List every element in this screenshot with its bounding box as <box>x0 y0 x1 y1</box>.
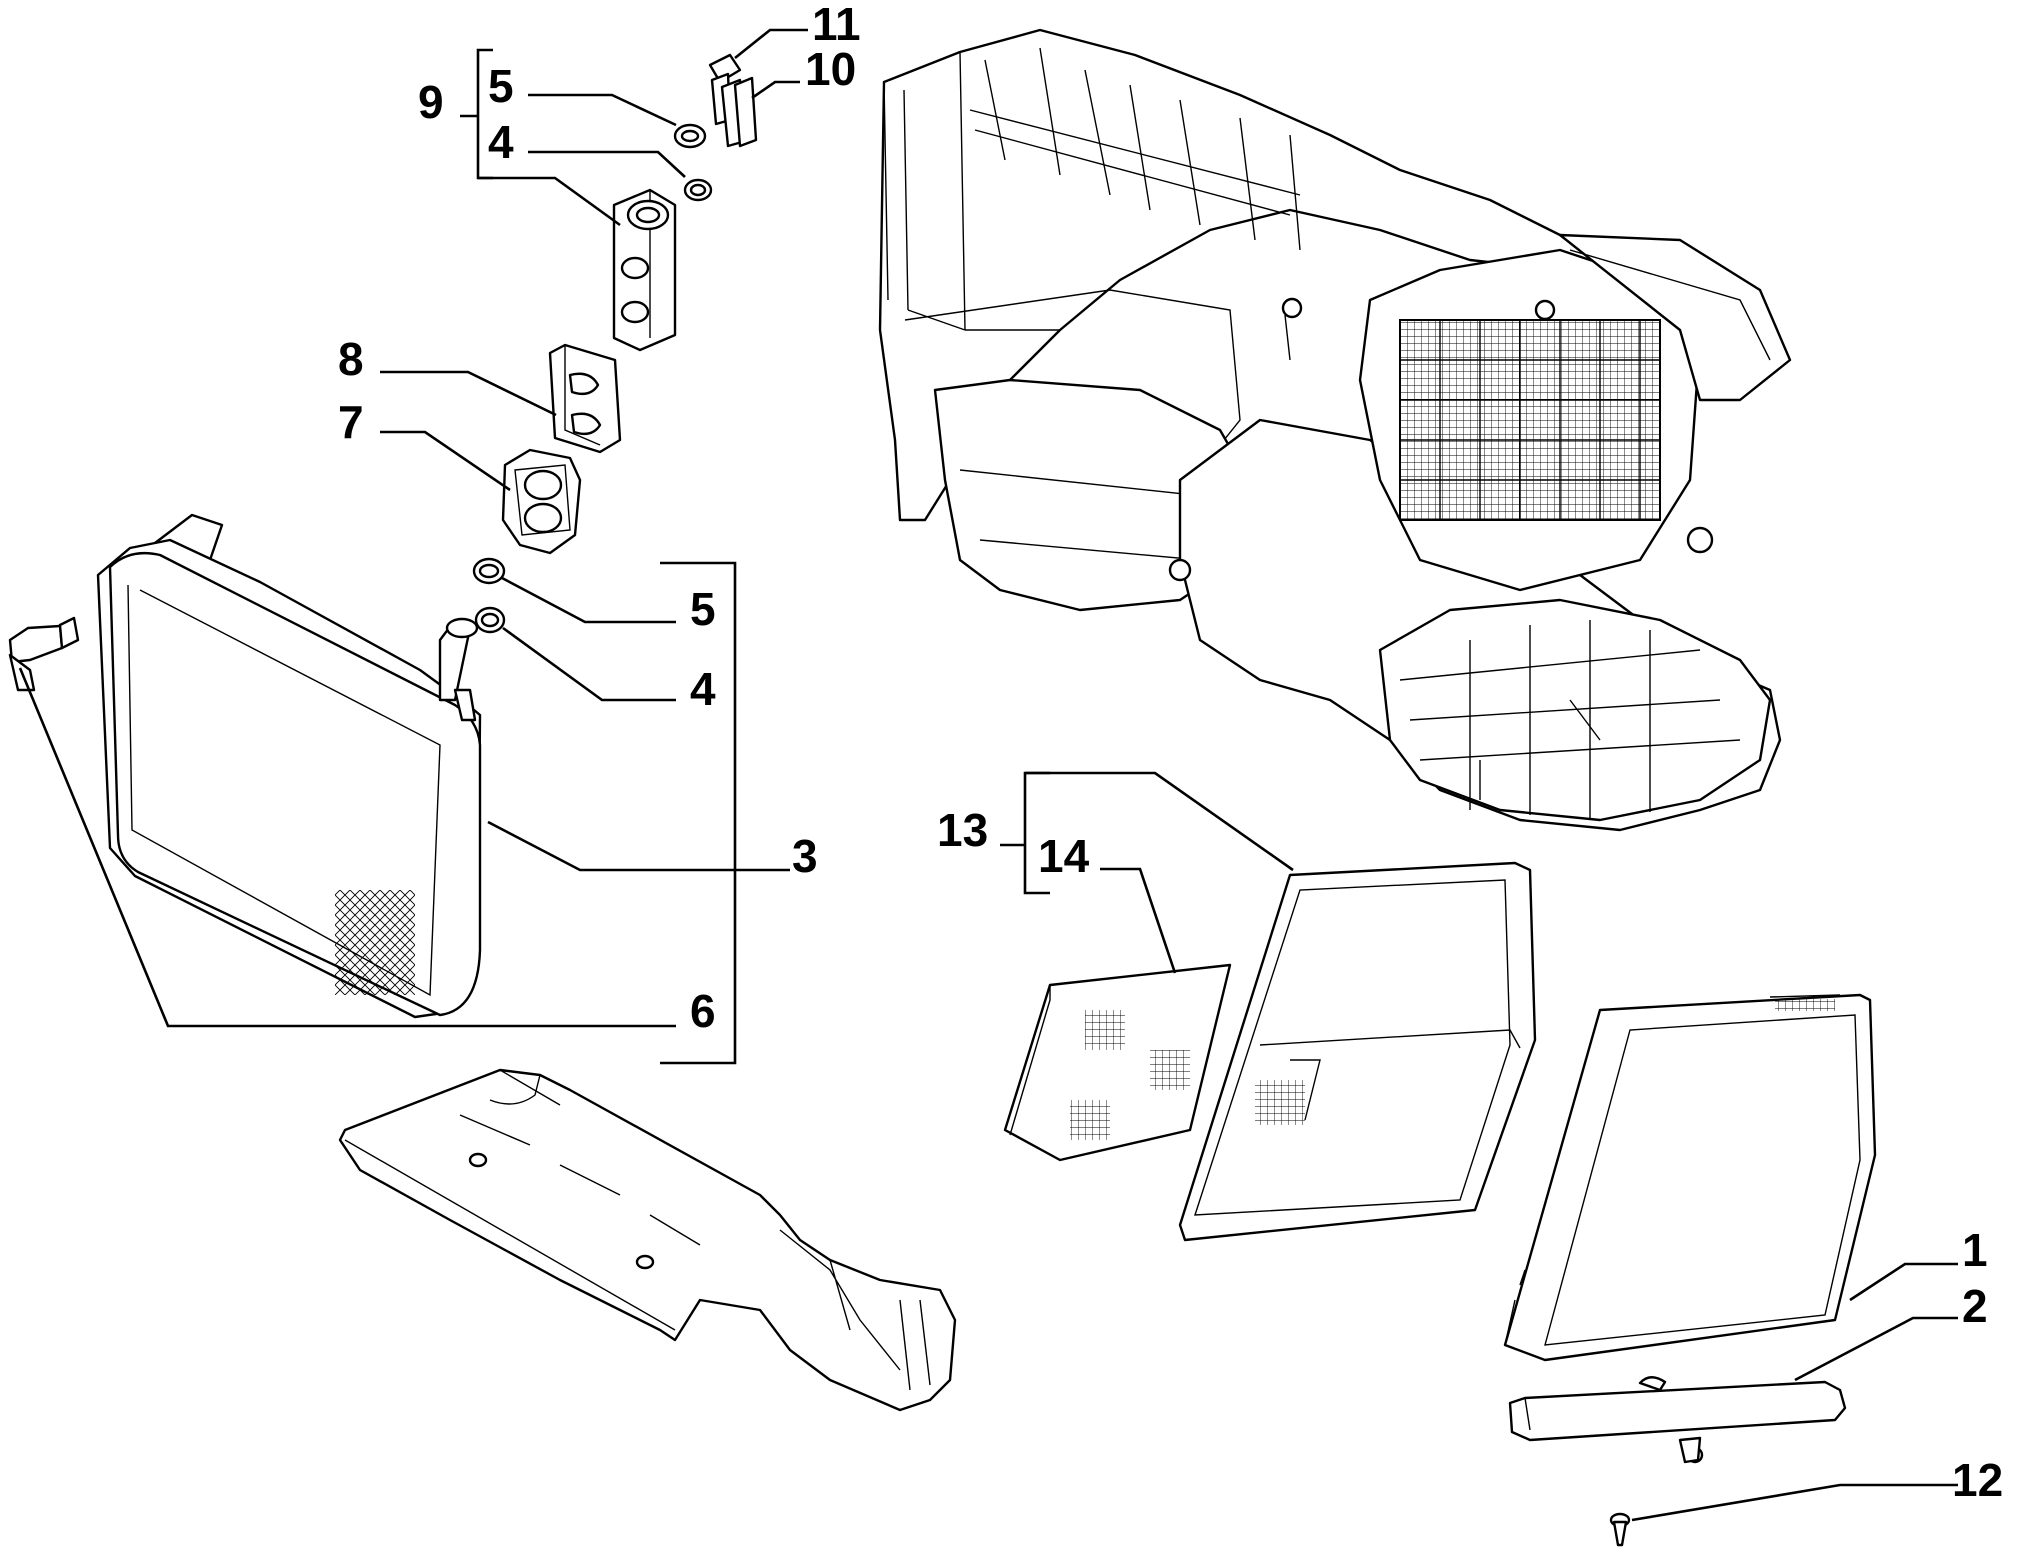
expansion-valve <box>612 188 677 352</box>
callout-5-bottom: 5 <box>690 583 716 635</box>
callout-9: 9 <box>418 76 444 128</box>
callout-11: 11 <box>812 0 861 50</box>
filter-grille <box>1399 319 1661 521</box>
temperature-sensor <box>8 616 80 692</box>
filter-frame-1 <box>1503 993 1877 1362</box>
filter-frame-13 <box>1178 861 1537 1242</box>
callout-1: 1 <box>1962 1224 1988 1276</box>
callout-13: 13 <box>937 804 988 856</box>
o-rings <box>472 123 713 634</box>
filter-cover-2 <box>1508 1376 1847 1464</box>
callout-3: 3 <box>792 830 818 882</box>
callout-8: 8 <box>338 333 364 385</box>
screw-12 <box>1609 1512 1631 1547</box>
callout-4-top: 4 <box>488 116 514 168</box>
callout-4-bottom: 4 <box>690 663 716 715</box>
evaporator-core <box>96 513 482 1019</box>
hvac-housing <box>878 28 1792 832</box>
callout-5-top: 5 <box>488 60 514 112</box>
gasket <box>501 448 582 555</box>
pollen-filter-14 <box>1003 963 1232 1162</box>
bolts <box>708 53 758 148</box>
callout-10: 10 <box>805 43 856 95</box>
lower-duct-cover <box>338 1068 957 1412</box>
callout-12: 12 <box>1952 1454 2003 1506</box>
clip-plate <box>548 343 622 454</box>
callout-14: 14 <box>1038 830 1090 882</box>
leader-lines <box>18 28 1958 1522</box>
callout-labels: 11 10 9 5 4 8 7 5 4 3 6 13 14 1 2 12 <box>338 0 2003 1506</box>
callout-7: 7 <box>338 396 364 448</box>
callout-6: 6 <box>690 985 716 1037</box>
callout-2: 2 <box>1962 1280 1988 1332</box>
